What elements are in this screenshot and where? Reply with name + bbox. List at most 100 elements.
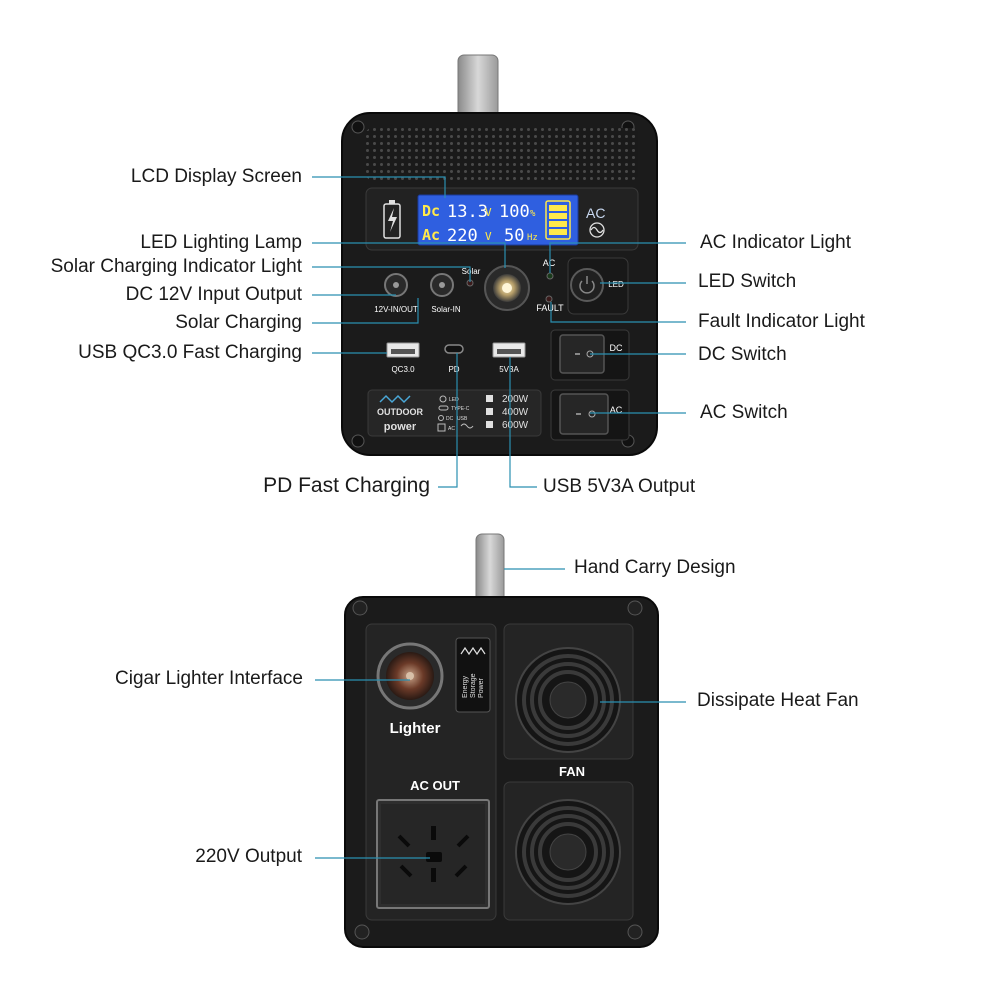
badge-text-group: Energy Storage Power: [462, 673, 485, 698]
solar-in-port-pin: [439, 282, 445, 288]
watt-indicator: [486, 395, 493, 402]
ac-switch-mark-off: [588, 410, 596, 418]
power-icon: [579, 280, 595, 294]
lcd-battery-bar: [549, 205, 567, 211]
lcd-battery-bar: [549, 229, 567, 235]
led-switch-label: LED: [608, 280, 624, 289]
leader-line: [312, 298, 419, 324]
lcd-frequency: 50: [504, 226, 524, 246]
badge-line: Storage: [470, 673, 477, 698]
sine-wave-icon-path: [590, 226, 604, 234]
sine-wave-icon: [460, 423, 474, 429]
back-handle: [475, 533, 505, 607]
screw-icon: [352, 600, 368, 616]
spec-row-usb: USB: [457, 416, 468, 422]
watt-option: 600W: [502, 420, 529, 431]
led-lamp-core: [502, 283, 512, 293]
leader-line: [549, 242, 686, 273]
cigar-lighter-contact: [406, 672, 414, 680]
wave-logo-icon: [460, 646, 486, 656]
callout-fault-indicator: Fault Indicator Light: [698, 311, 865, 332]
callout-led-switch: LED Switch: [698, 271, 797, 292]
lcd-battery-percent: 100: [499, 202, 530, 222]
callout-pd-fast: PD Fast Charging: [263, 474, 430, 497]
lcd-ac-unit: V: [485, 230, 492, 243]
dc-12v-label: 12V-IN/OUT: [374, 305, 418, 314]
spec-row-led: LED: [449, 397, 459, 403]
callout-ac-indicator: AC Indicator Light: [700, 232, 852, 253]
screw-icon: [351, 434, 365, 448]
fan-icon: [515, 647, 621, 753]
wave-logo-icon: [379, 394, 411, 404]
dc-switch-label: DC: [610, 343, 623, 353]
badge-line: Energy: [462, 675, 469, 698]
spec-row-ac: AC: [448, 426, 455, 432]
brand-line2: power: [384, 421, 417, 433]
callout-220v: 220V Output: [195, 846, 302, 867]
callout-dc-switch: DC Switch: [698, 344, 787, 365]
callout-dc12v: DC 12V Input Output: [125, 284, 302, 305]
callout-usb5v3a: USB 5V3A Output: [543, 476, 696, 497]
outlet-slot: [431, 826, 436, 840]
qc3-label: QC3.0: [391, 365, 415, 374]
screw-icon: [351, 120, 365, 134]
sine-wave-icon: [589, 222, 605, 238]
front-handle: [457, 54, 499, 118]
lcd-percent-unit: %: [530, 209, 536, 219]
callout-ac-switch: AC Switch: [700, 402, 788, 423]
badge-line: Power: [478, 677, 485, 698]
callout-solar-indicator: Solar Charging Indicator Light: [50, 256, 302, 277]
fan-ring: [522, 806, 614, 898]
screw-icon: [627, 924, 643, 940]
fan-ring: [522, 654, 614, 746]
fan-ring: [530, 662, 606, 738]
callout-fan: Dissipate Heat Fan: [697, 690, 859, 711]
usb-5v3a-port-tongue: [497, 349, 521, 354]
pd-usb-c-port[interactable]: [444, 344, 464, 354]
lcd-ac-voltage: 220: [447, 226, 478, 246]
callout-solar-charging: Solar Charging: [175, 312, 302, 333]
pd-label: PD: [448, 365, 459, 374]
fan-ring: [538, 670, 598, 730]
outlet-slot: [426, 852, 442, 862]
ac-indicator-light: [546, 272, 554, 280]
spec-plate: [367, 389, 542, 437]
fan-hub: [549, 681, 587, 719]
outlet-slot: [431, 868, 436, 882]
watt-option: 400W: [502, 407, 529, 418]
front-unit: Dc 13.3 V 100 % Ac 220 V 50 Hz AC 12V-IN…: [341, 54, 658, 456]
bulb-icon: [439, 395, 447, 403]
spec-row-typec: TYPE-C: [451, 406, 470, 412]
fan-ring: [538, 822, 598, 882]
lcd-screen: [417, 194, 579, 246]
vent-grill: [366, 128, 638, 180]
led-switch-button[interactable]: [570, 268, 604, 302]
qc3-usb-port-tongue: [391, 349, 415, 354]
spec-row-dc: DC: [446, 416, 454, 422]
energy-storage-badge: [455, 637, 491, 713]
lcd-dc-voltage: 13.3: [447, 202, 488, 222]
battery-icon-cap: [389, 200, 395, 204]
outlet-slot: [399, 864, 413, 878]
lcd-dc-label: Dc: [422, 202, 440, 220]
leader-line: [312, 266, 471, 282]
leader-lines: [312, 176, 686, 859]
callout-lcd-display: LCD Display Screen: [130, 166, 302, 187]
ac-switch-label: AC: [610, 405, 623, 415]
screw-icon: [627, 600, 643, 616]
watt-option: 200W: [502, 394, 529, 405]
callout-usb-qc: USB QC3.0 Fast Charging: [78, 342, 302, 363]
brand-line1: OUTDOOR: [377, 407, 423, 417]
lcd-battery-bar: [549, 213, 567, 219]
watt-indicator: [486, 408, 493, 415]
fan-icon: [515, 799, 621, 905]
back-unit: Lighter Energy Storage Power AC OUT FAN: [344, 533, 659, 948]
solar-in-label: Solar-IN: [431, 305, 461, 314]
usb-5v3a-label: 5V3A: [499, 365, 519, 374]
lcd-frequency-unit: Hz: [527, 233, 538, 243]
lcd-ac-label: Ac: [422, 226, 440, 244]
dc-jack-icon: [438, 415, 444, 421]
ac-switch[interactable]: [559, 393, 609, 435]
outlet-slot: [397, 834, 411, 848]
